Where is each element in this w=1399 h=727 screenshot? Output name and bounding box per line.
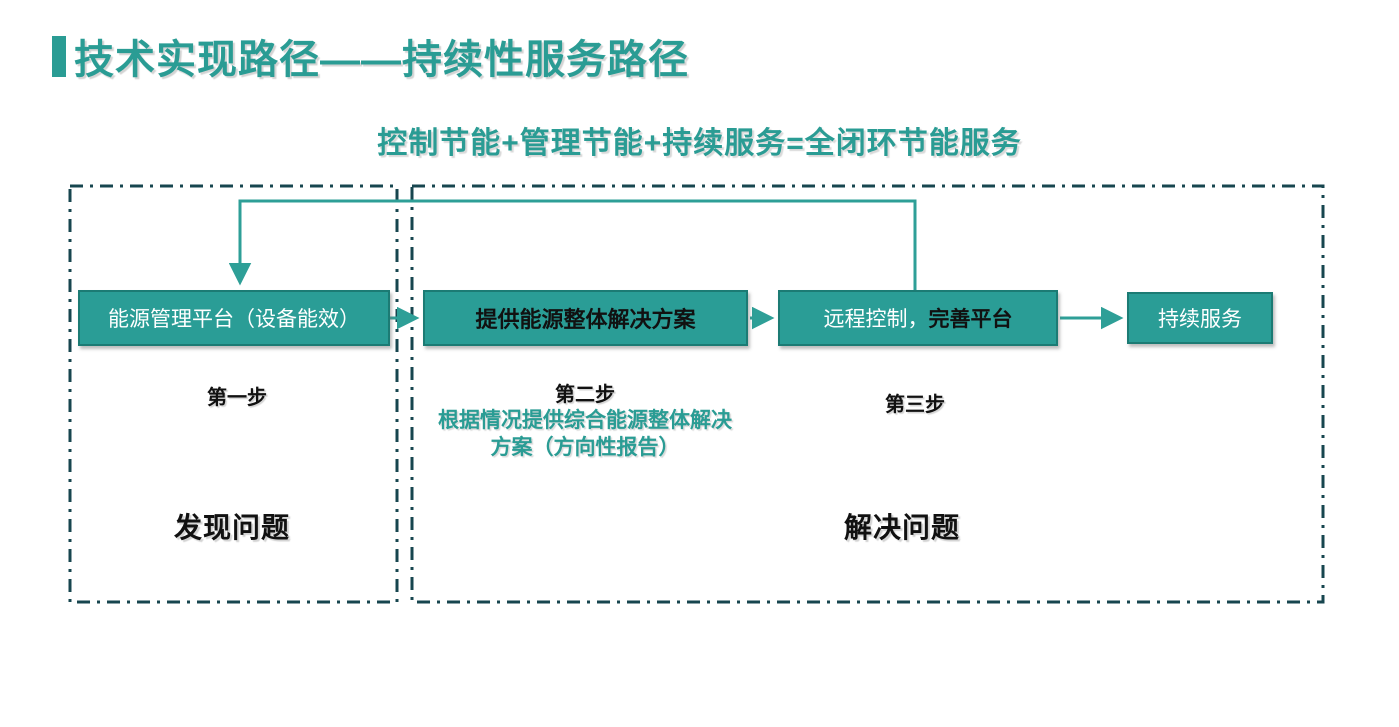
zone-discover-border	[68, 184, 399, 604]
flow-box-remote-control: 远程控制，完善平台	[778, 290, 1058, 346]
flow-box-energy-platform: 能源管理平台（设备能效）	[78, 290, 390, 346]
flow-box-remote-prefix: 远程控制，	[823, 308, 929, 331]
flow-box-solution-label: 提供能源整体解决方案	[475, 307, 696, 332]
step-3-label: 第三步	[885, 394, 945, 416]
flow-box-solution: 提供能源整体解决方案	[423, 290, 748, 346]
zone-discover-label: 发现问题	[173, 512, 290, 543]
feedback-arrow	[228, 199, 917, 290]
flow-box-energy-platform-label: 能源管理平台（设备能效）	[108, 308, 360, 331]
page-title: 技术实现路径——持续性服务路径	[74, 38, 689, 82]
title-accent-bar	[52, 36, 66, 77]
flow-box-continuous-service: 持续服务	[1127, 292, 1273, 344]
flow-box-continuous-service-label: 持续服务	[1158, 308, 1242, 331]
zone-solve-border	[410, 184, 1325, 604]
step-2-label: 第二步	[555, 384, 615, 406]
zone-solve-label: 解决问题	[843, 512, 960, 543]
flow-box-remote-bold: 完善平台	[928, 308, 1013, 331]
subtitle-formula: 控制节能+管理节能+持续服务=全闭环节能服务	[377, 127, 1022, 160]
step-2-note: 根据情况提供综合能源整体解决方案（方向性报告）	[438, 409, 732, 459]
step-1-label: 第一步	[207, 387, 267, 409]
